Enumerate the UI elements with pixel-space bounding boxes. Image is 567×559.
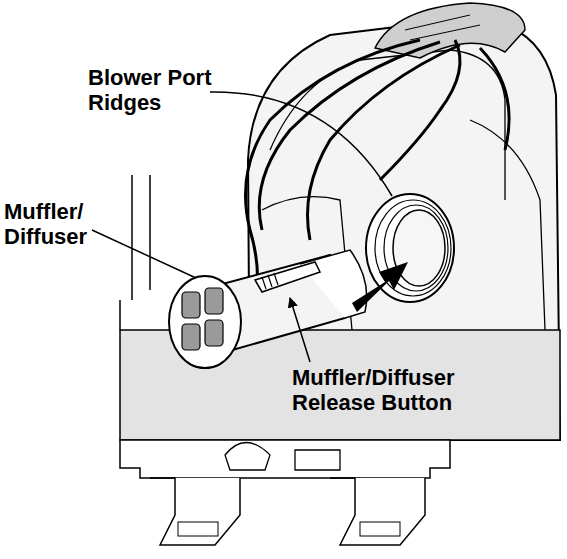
part-label: Blower Port Ridges bbox=[88, 66, 238, 115]
part-label: Muffler/Diffuser Release Button bbox=[292, 366, 492, 415]
part-label: Muffler/ Diffuser bbox=[4, 200, 104, 249]
